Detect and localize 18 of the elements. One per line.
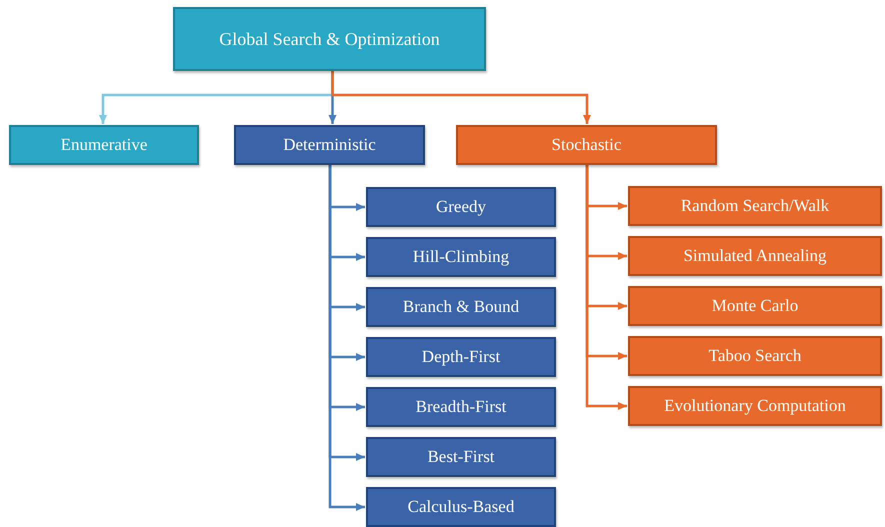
root-box: Global Search & Optimization <box>173 7 486 71</box>
method-box: Best-First <box>366 437 556 477</box>
method-box: Random Search/Walk <box>628 186 882 226</box>
method-box: Branch & Bound <box>366 287 556 327</box>
method-box: Greedy <box>366 187 556 227</box>
method-box: Evolutionary Computation <box>628 386 882 426</box>
method-box: Breadth-First <box>366 387 556 427</box>
category-box: Enumerative <box>9 125 199 165</box>
method-box: Monte Carlo <box>628 286 882 326</box>
method-box: Simulated Annealing <box>628 236 882 276</box>
method-box: Depth-First <box>366 337 556 377</box>
arrow <box>331 71 591 124</box>
method-box: Taboo Search <box>628 336 882 376</box>
category-box: Stochastic <box>456 125 717 165</box>
category-box: Deterministic <box>234 125 425 165</box>
method-box: Calculus-Based <box>366 487 556 527</box>
method-box: Hill-Climbing <box>366 237 556 277</box>
arrow <box>586 165 627 410</box>
